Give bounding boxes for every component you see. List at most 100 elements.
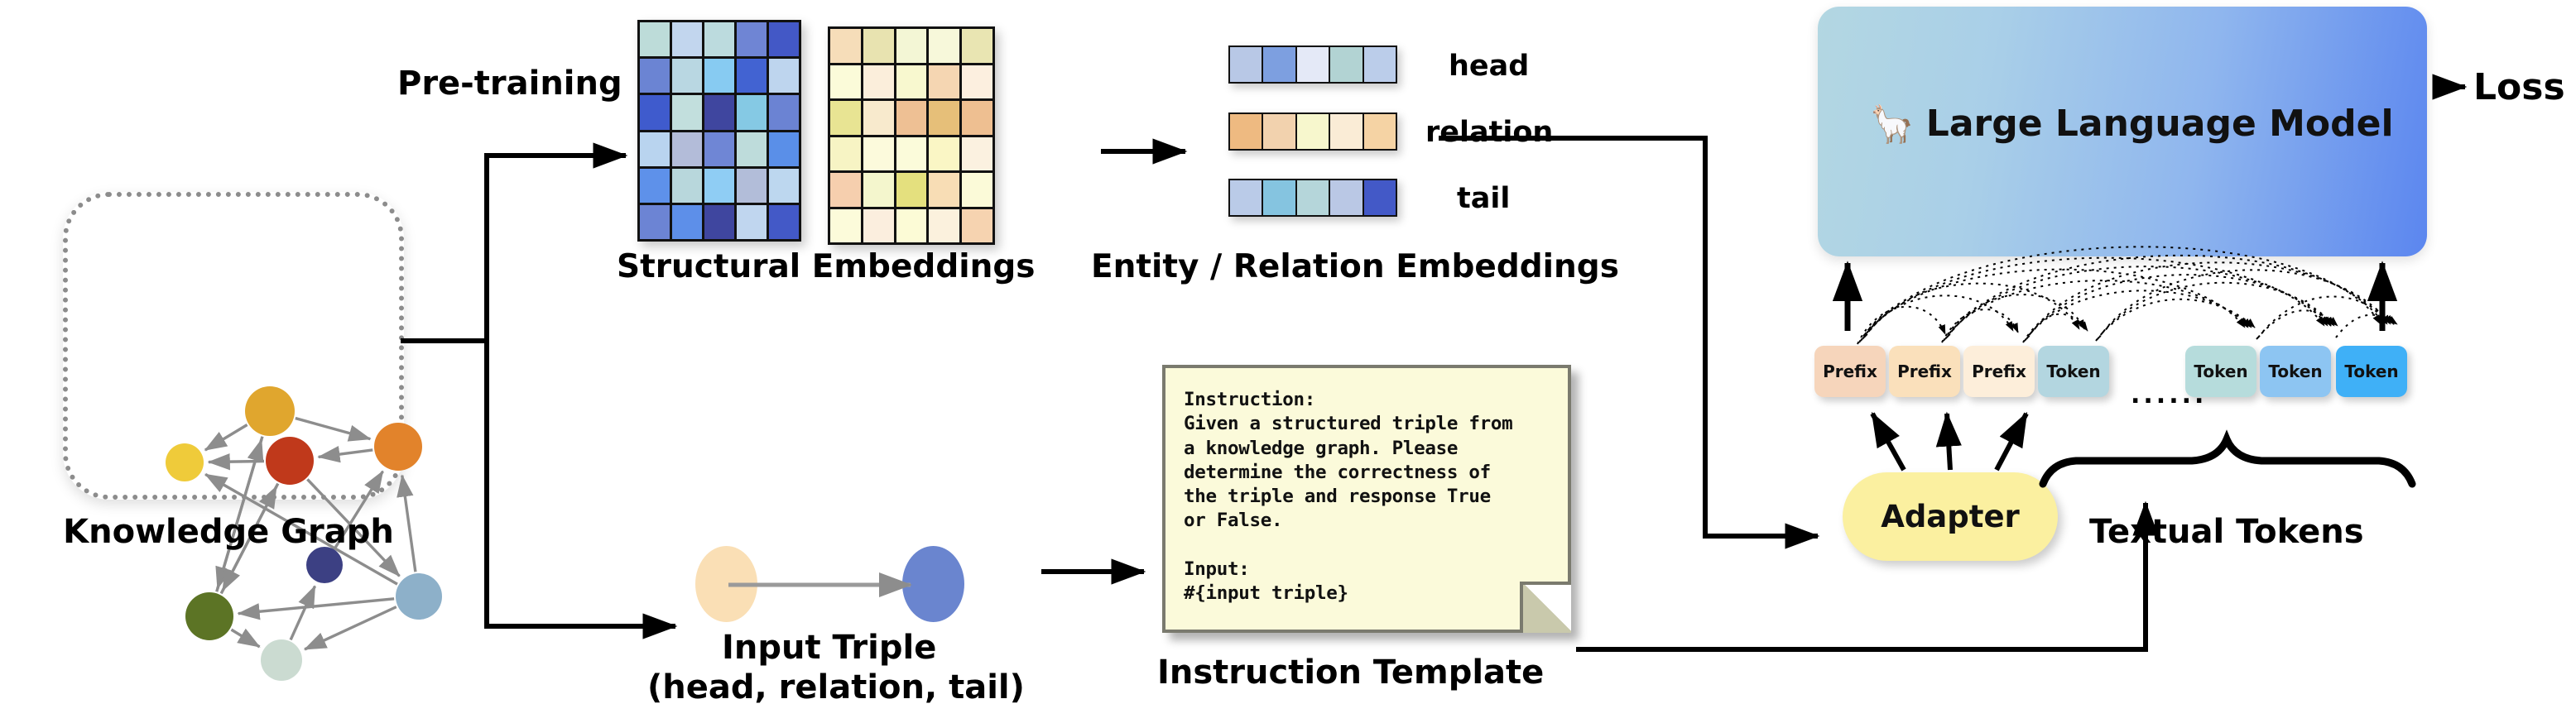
text-token-3[interactable]: Token: [2038, 346, 2109, 397]
embedding-cell: [1230, 47, 1262, 82]
embedding-cell: [1363, 47, 1396, 82]
heatmap-cell: [737, 95, 767, 130]
text-token-4[interactable]: Token: [2185, 346, 2256, 397]
heatmap-cell: [640, 204, 670, 239]
heatmap-cell: [737, 59, 767, 93]
embedding-cell: [1230, 114, 1262, 149]
heatmap-cell: [962, 65, 992, 98]
node-orange-yellow: [245, 386, 295, 436]
heatmap-cell: [672, 59, 702, 93]
knowledge-graph-edge: [289, 585, 317, 641]
heatmap-cell: [863, 136, 894, 170]
triple-head-node: [695, 546, 757, 622]
heatmap-cell: [962, 29, 992, 63]
heatmap-cell: [929, 65, 960, 98]
llama-icon: 🦙: [1869, 103, 1915, 146]
heatmap-cell: [640, 168, 670, 203]
textual-tokens-label: Textual Tokens: [2089, 513, 2364, 551]
embedding-cell: [1363, 180, 1396, 215]
embedding-cell: [1263, 114, 1295, 149]
heatmap-cell: [737, 132, 767, 166]
note-fold-corner: [1520, 582, 1571, 633]
heatmap-cell: [640, 59, 670, 93]
large-language-model-box: 🦙 Large Language Model: [1818, 7, 2427, 256]
structural-embedding-grid-orange: [828, 26, 995, 245]
knowledge-graph-edge: [303, 606, 397, 651]
pre-training-label: Pre-training: [397, 65, 622, 103]
text-token-5[interactable]: Token: [2260, 346, 2331, 397]
heatmap-cell: [672, 95, 702, 130]
triple-tail-node: [902, 546, 964, 622]
heatmap-cell: [830, 101, 861, 135]
heatmap-cell: [962, 208, 992, 242]
heatmap-cell: [962, 101, 992, 135]
adapter-block[interactable]: Adapter: [1843, 472, 2058, 561]
heatmap-cell: [769, 204, 799, 239]
prefix-token-1[interactable]: Prefix: [1889, 346, 1960, 397]
entity-relation-embeddings-label: Entity / Relation Embeddings: [1091, 248, 1619, 285]
heatmap-cell: [863, 101, 894, 135]
heatmap-cell: [962, 173, 992, 207]
embedding-cell: [1330, 180, 1362, 215]
heatmap-cell: [704, 204, 734, 239]
heatmap-cell: [863, 208, 894, 242]
tail-embedding-bar: [1228, 179, 1397, 217]
heatmap-cell: [929, 208, 960, 242]
instruction-template-note: Instruction: Given a structured triple f…: [1162, 365, 1571, 633]
embedding-cell: [1296, 180, 1329, 215]
embedding-cell: [1263, 180, 1295, 215]
relation-embedding-bar: [1228, 113, 1397, 151]
heatmap-cell: [929, 136, 960, 170]
heatmap-cell: [737, 204, 767, 239]
node-pale-green: [261, 639, 302, 681]
heatmap-cell: [830, 136, 861, 170]
node-steel-blue: [396, 573, 442, 620]
heatmap-cell: [830, 208, 861, 242]
heatmap-cell: [929, 173, 960, 207]
heatmap-cell: [769, 59, 799, 93]
heatmap-cell: [896, 136, 927, 170]
heatmap-cell: [863, 29, 894, 63]
knowledge-graph-edge: [237, 597, 395, 620]
heatmap-cell: [640, 132, 670, 166]
structural-embedding-grid-blue: [637, 20, 801, 242]
knowledge-graph-edge: [396, 474, 417, 572]
heatmap-cell: [672, 132, 702, 166]
heatmap-cell: [640, 95, 670, 130]
prefix-token-0[interactable]: Prefix: [1814, 346, 1886, 397]
text-token-6[interactable]: Token: [2336, 346, 2407, 397]
heatmap-cell: [737, 22, 767, 57]
heatmap-cell: [737, 168, 767, 203]
heatmap-cell: [896, 65, 927, 98]
heatmap-cell: [962, 136, 992, 170]
heatmap-cell: [672, 22, 702, 57]
heatmap-cell: [929, 101, 960, 135]
embedding-cell: [1330, 114, 1362, 149]
heatmap-cell: [896, 29, 927, 63]
head-label: head: [1449, 50, 1530, 83]
heatmap-cell: [896, 208, 927, 242]
heatmap-cell: [863, 65, 894, 98]
heatmap-cell: [640, 22, 670, 57]
embedding-cell: [1263, 47, 1295, 82]
heatmap-cell: [704, 168, 734, 203]
heatmap-cell: [769, 132, 799, 166]
heatmap-cell: [769, 168, 799, 203]
knowledge-graph-box: [63, 192, 404, 500]
knowledge-graph-edge: [230, 628, 261, 649]
heatmap-cell: [704, 95, 734, 130]
large-language-model-label: 🦙 Large Language Model: [1869, 103, 2394, 146]
node-orange: [374, 423, 422, 471]
heatmap-cell: [672, 204, 702, 239]
embedding-cell: [1230, 180, 1262, 215]
tail-label: tail: [1457, 182, 1511, 215]
node-navy: [306, 547, 343, 583]
input-triple-label-line2: (head, relation, tail): [647, 668, 1025, 706]
embedding-cell: [1296, 47, 1329, 82]
node-yellow: [166, 443, 204, 481]
heatmap-cell: [704, 22, 734, 57]
heatmap-cell: [704, 59, 734, 93]
prefix-token-2[interactable]: Prefix: [1963, 346, 2035, 397]
instruction-template-text: Instruction: Given a structured triple f…: [1184, 389, 1513, 604]
